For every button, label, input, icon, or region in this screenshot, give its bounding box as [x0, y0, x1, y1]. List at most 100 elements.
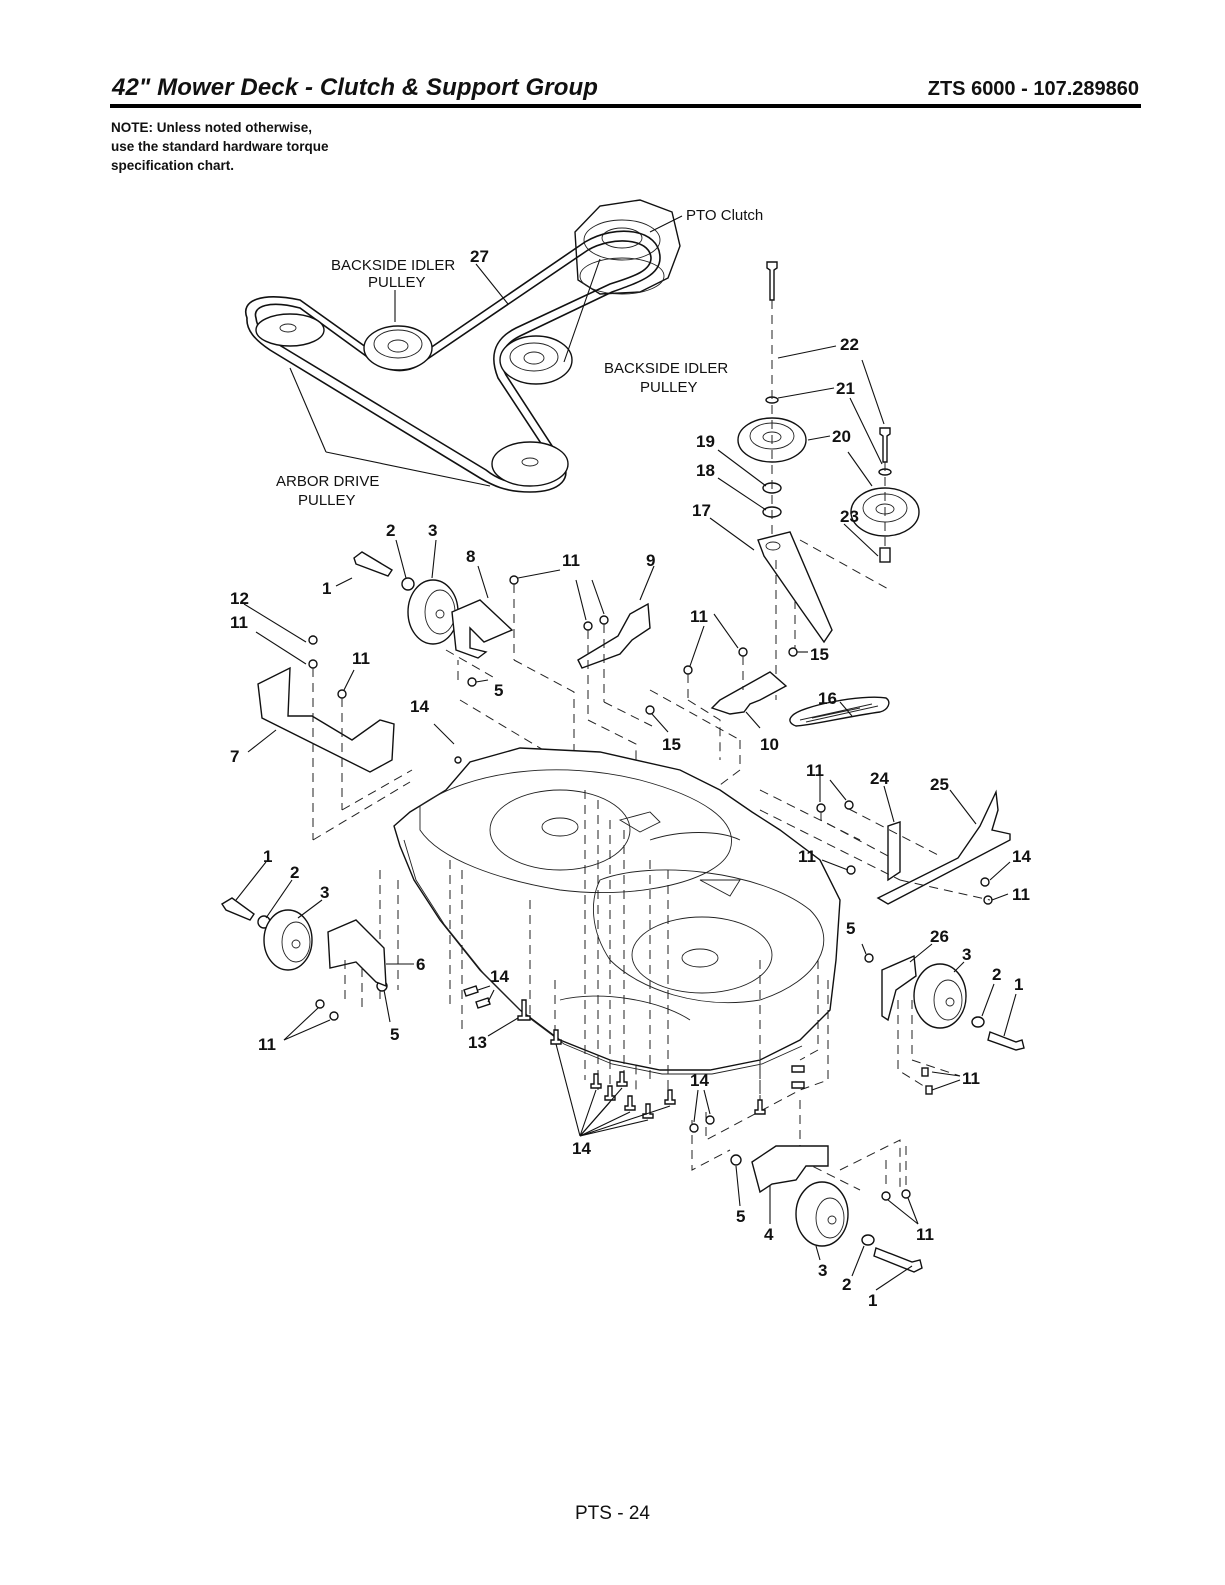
- callout: 2: [386, 521, 395, 540]
- callout: 19: [696, 432, 715, 451]
- bracket-25: [876, 789, 1011, 905]
- callout: 11: [916, 1225, 934, 1244]
- callout: 1: [868, 1291, 877, 1310]
- label-backside-idler-1-b: PULLEY: [368, 274, 426, 291]
- deck-alignment: [379, 790, 961, 1191]
- callout: 11: [230, 613, 248, 632]
- torque-note: NOTE: Unless noted otherwise, use the st…: [111, 118, 329, 175]
- callout: 11: [258, 1035, 276, 1054]
- callout: 15: [662, 735, 681, 754]
- bottom-wheel-assembly: [730, 1145, 923, 1273]
- callout: 14: [1012, 847, 1031, 866]
- bracket-7: [257, 666, 395, 773]
- idler-arm-17: [757, 531, 833, 644]
- callout: 9: [646, 551, 655, 570]
- callout: 5: [846, 919, 855, 938]
- bolt-22-a: [766, 261, 778, 301]
- right-wheel-assembly: [881, 954, 1025, 1051]
- belt-assembly: [244, 199, 681, 493]
- callout: 14: [490, 967, 509, 986]
- label-backside-idler-2: BACKSIDE IDLER: [604, 360, 728, 377]
- callout: 5: [390, 1025, 399, 1044]
- label-backside-idler-2-b: PULLEY: [640, 379, 698, 396]
- callout: 14: [572, 1139, 591, 1158]
- bracket-10: [710, 671, 788, 715]
- bracket-8: [451, 599, 514, 659]
- callout: 3: [428, 521, 437, 540]
- callout: 22: [840, 335, 859, 354]
- callout: 18: [696, 461, 715, 480]
- callout: 5: [736, 1207, 745, 1226]
- label-pto-clutch: PTO Clutch: [686, 207, 763, 224]
- callout: 27: [470, 247, 489, 266]
- header-rule: [110, 104, 1141, 108]
- spring-16: [789, 696, 890, 727]
- callout: 2: [842, 1275, 851, 1294]
- callout: 14: [690, 1071, 709, 1090]
- callout: 13: [468, 1033, 487, 1052]
- front-left-wheel-assembly: [353, 551, 459, 645]
- label-arbor-drive-b: PULLEY: [298, 492, 356, 509]
- bolt-22-b: [879, 427, 891, 463]
- bracket-6: [327, 919, 387, 988]
- callout: 1: [322, 579, 331, 598]
- left-rear-wheel-assembly: [221, 897, 387, 1010]
- arbor-pulley-bottom: [491, 441, 569, 487]
- page-number: PTS - 24: [575, 1503, 650, 1524]
- bracket-4: [751, 1145, 829, 1194]
- callout: 7: [230, 747, 239, 766]
- callout: 3: [962, 945, 971, 964]
- callout: 23: [840, 507, 859, 526]
- alignment-lines: [312, 584, 991, 1100]
- callout: 1: [263, 847, 272, 866]
- callout: 20: [832, 427, 851, 446]
- callout: 11: [690, 607, 708, 626]
- bracket-9: [577, 602, 651, 669]
- washer-2: [401, 577, 415, 591]
- pto-clutch-part: [574, 199, 681, 295]
- note-line: specification chart.: [111, 158, 235, 173]
- part-labels: PTO Clutch BACKSIDE IDLER PULLEY BACKSID…: [276, 207, 763, 509]
- bolt-1: [353, 551, 393, 577]
- callout: 8: [466, 547, 475, 566]
- callout: 24: [870, 769, 889, 788]
- callout: 21: [836, 379, 855, 398]
- label-backside-idler-1: BACKSIDE IDLER: [331, 257, 455, 274]
- arbor-pulley-left: [255, 313, 325, 347]
- callout: 3: [818, 1261, 827, 1280]
- callout: 6: [416, 955, 425, 974]
- callout-numbers: 27 22 21 20 19 18 17 23 2 3 8 11 9 1 12 …: [230, 247, 1031, 1310]
- callout: 15: [810, 645, 829, 664]
- callout: 25: [930, 775, 949, 794]
- callout: 11: [798, 847, 816, 866]
- callout: 4: [764, 1225, 774, 1244]
- callout: 11: [352, 649, 370, 668]
- callout: 26: [930, 927, 949, 946]
- idler-pulley-stack: [737, 261, 920, 563]
- callout: 11: [562, 551, 580, 570]
- backside-idler-pulley-2: [499, 335, 573, 385]
- callout: 11: [962, 1069, 980, 1088]
- bracket-24: [887, 821, 901, 882]
- label-arbor-drive: ARBOR DRIVE: [276, 473, 379, 490]
- model-number: ZTS 6000 - 107.289860: [927, 78, 1139, 100]
- page-title: 42" Mower Deck - Clutch & Support Group: [112, 74, 598, 101]
- spacer-23: [879, 547, 891, 563]
- callout: 1: [1014, 975, 1023, 994]
- bracket-26: [881, 954, 917, 1022]
- callout: 16: [818, 689, 837, 708]
- note-line: use the standard hardware torque: [111, 139, 329, 154]
- callout: 14: [410, 697, 429, 716]
- callout: 11: [1012, 885, 1030, 904]
- wheel-3: [407, 579, 459, 645]
- callout: 2: [992, 965, 1001, 984]
- callout: 3: [320, 883, 329, 902]
- callout: 11: [806, 761, 824, 780]
- callout: 10: [760, 735, 779, 754]
- callout: 17: [692, 501, 711, 520]
- mower-deck: [393, 747, 841, 1075]
- backside-idler-pulley-1: [363, 325, 433, 371]
- callout: 12: [230, 589, 249, 608]
- callout: 2: [290, 863, 299, 882]
